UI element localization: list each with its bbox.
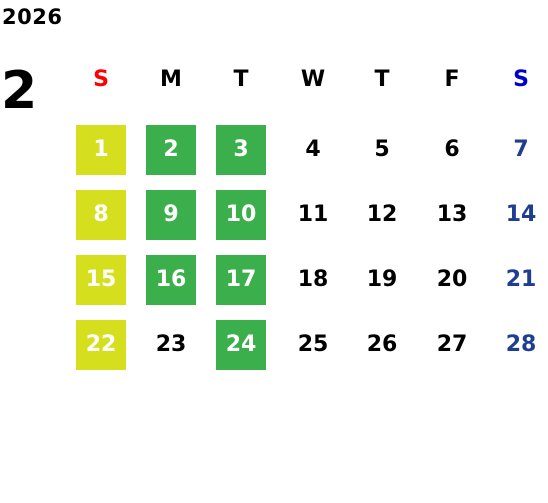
day-cell[interactable]: 12 bbox=[366, 202, 398, 227]
weekday-mon: M bbox=[160, 67, 182, 92]
day-cell[interactable]: 2 bbox=[146, 125, 196, 175]
day-cell[interactable]: 20 bbox=[436, 267, 468, 292]
day-cell[interactable]: 11 bbox=[297, 202, 329, 227]
day-cell[interactable]: 21 bbox=[505, 267, 537, 292]
day-cell[interactable]: 3 bbox=[216, 125, 266, 175]
day-cell[interactable]: 8 bbox=[76, 190, 126, 240]
weekday-sun: S bbox=[93, 67, 109, 92]
weekday-thu: T bbox=[374, 67, 390, 92]
day-cell[interactable]: 27 bbox=[436, 332, 468, 357]
weekday-tue: T bbox=[233, 67, 249, 92]
day-cell[interactable]: 10 bbox=[216, 190, 266, 240]
day-cell[interactable]: 14 bbox=[505, 202, 537, 227]
day-cell[interactable]: 9 bbox=[146, 190, 196, 240]
day-cell[interactable]: 17 bbox=[216, 255, 266, 305]
day-cell[interactable]: 19 bbox=[366, 267, 398, 292]
day-cell[interactable]: 4 bbox=[305, 137, 321, 162]
day-cell[interactable]: 5 bbox=[374, 137, 390, 162]
month-number: 2 bbox=[1, 61, 38, 121]
day-cell[interactable]: 26 bbox=[366, 332, 398, 357]
day-cell[interactable]: 16 bbox=[146, 255, 196, 305]
day-cell[interactable]: 18 bbox=[297, 267, 329, 292]
day-cell[interactable]: 25 bbox=[297, 332, 329, 357]
year-label: 2026 bbox=[2, 5, 63, 29]
day-cell[interactable]: 13 bbox=[436, 202, 468, 227]
weekday-wed: W bbox=[300, 67, 326, 92]
day-cell[interactable]: 24 bbox=[216, 320, 266, 370]
day-cell[interactable]: 22 bbox=[76, 320, 126, 370]
day-cell[interactable]: 23 bbox=[155, 332, 187, 357]
weekday-sat: S bbox=[513, 67, 529, 92]
day-cell[interactable]: 1 bbox=[76, 125, 126, 175]
day-cell[interactable]: 6 bbox=[444, 137, 460, 162]
weekday-fri: F bbox=[444, 67, 460, 92]
day-cell[interactable]: 15 bbox=[76, 255, 126, 305]
day-cell[interactable]: 7 bbox=[513, 137, 529, 162]
day-cell[interactable]: 28 bbox=[505, 332, 537, 357]
